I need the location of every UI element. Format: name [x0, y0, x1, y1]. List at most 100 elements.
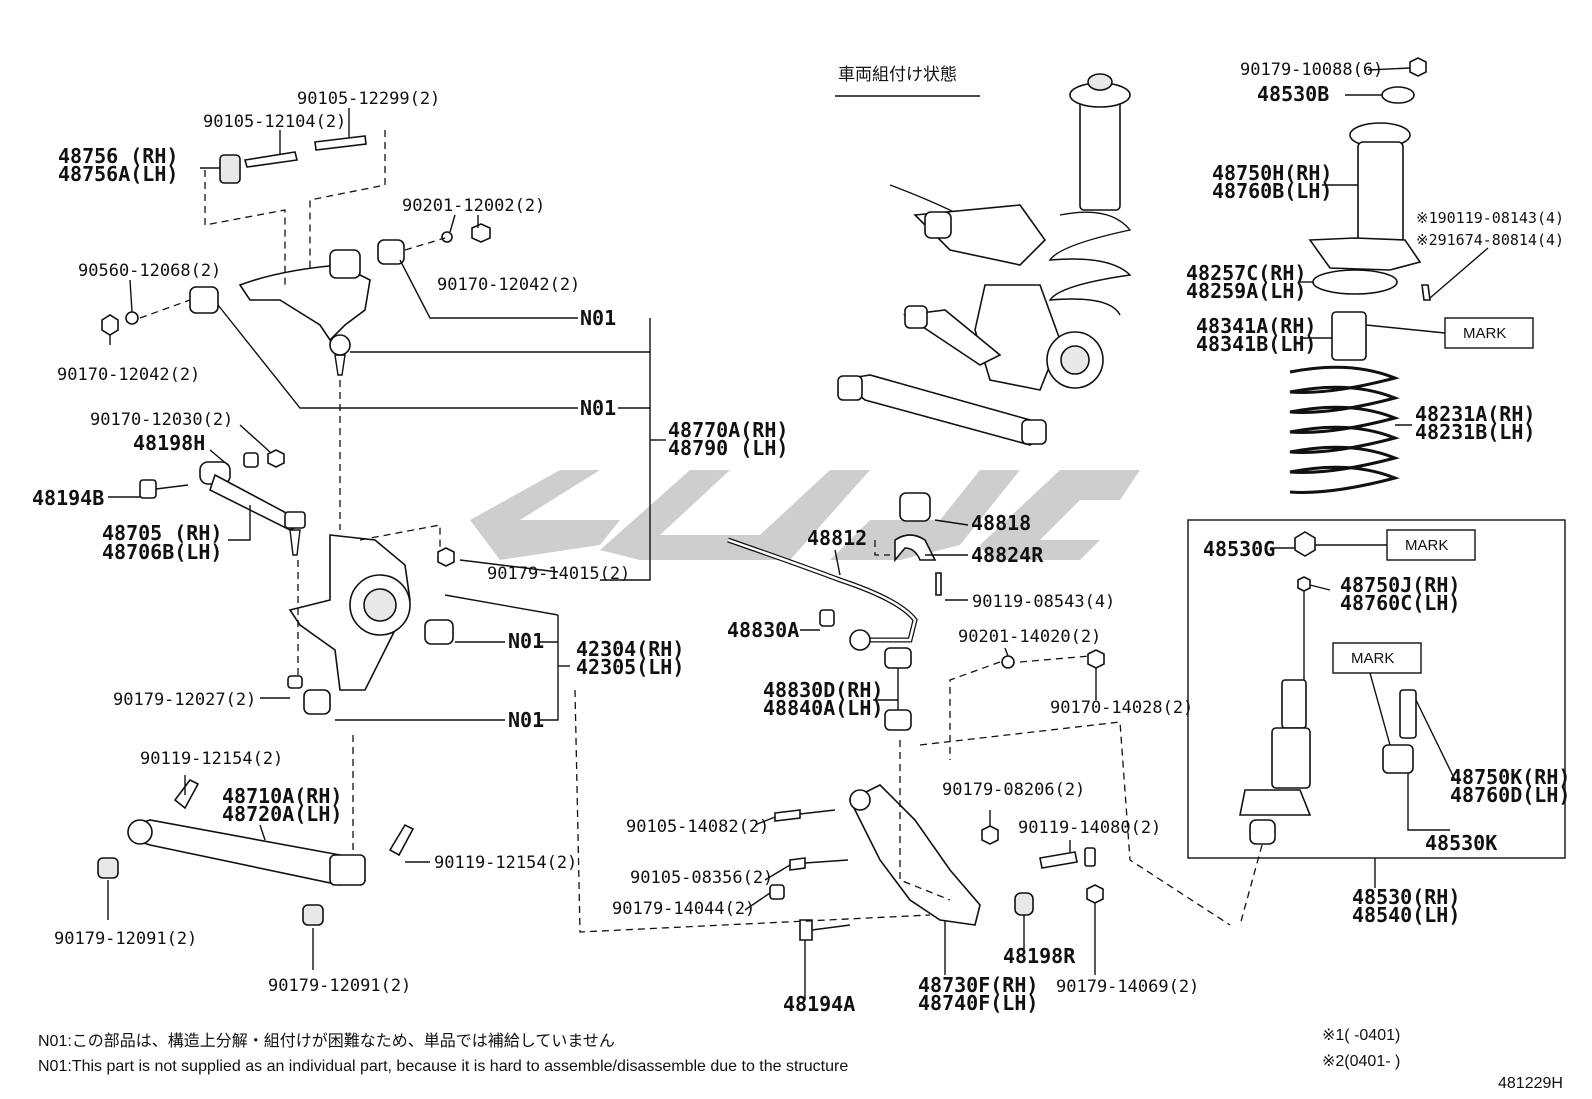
label-90179-14069: 90179-14069(2) — [1056, 977, 1199, 997]
label-48830d-rh: 48830D(RH) — [763, 678, 883, 702]
label-48760c-lh: 48760C(LH) — [1340, 591, 1460, 615]
label-90119-14080: 90119-14080(2) — [1018, 818, 1161, 838]
shock-assembly-box — [1187, 519, 1566, 926]
label-90179-14044: 90179-14044(2) — [612, 899, 755, 919]
label-48750j-rh: 48750J(RH) — [1340, 573, 1460, 597]
upper-arm-48770a — [238, 264, 371, 342]
label-90105-08356: 90105-08356(2) — [630, 868, 773, 888]
bolt-48194b — [139, 479, 157, 499]
assembled-suspension-drawing — [837, 73, 1132, 446]
label-48231b-lh: 48231B(LH) — [1415, 420, 1535, 444]
leader-lines — [107, 67, 1489, 1000]
label-90119-08543: 90119-08543(4) — [972, 592, 1115, 612]
nut-48530g — [1294, 531, 1316, 557]
label-90179-12091-a: 90179-12091(2) — [54, 929, 197, 949]
label-42305-lh: 42305(LH) — [576, 655, 684, 679]
arm-48730f — [848, 784, 981, 926]
label-48840a-lh: 48840A(LH) — [763, 696, 883, 720]
label-90170-12042-l: 90170-12042(2) — [57, 365, 200, 385]
diagram-code: 481229H — [1498, 1075, 1563, 1092]
bolt-90105-12104 — [243, 151, 298, 168]
label-48705-rh: 48705 (RH) — [102, 521, 222, 545]
label-48231a-rh: 48231A(RH) — [1415, 402, 1535, 426]
label-48756a-lh: 48756A(LH) — [58, 162, 178, 186]
shock-48750h — [1357, 141, 1404, 248]
bolt-90105-12299 — [314, 135, 367, 151]
label-48730f-rh: 48730F(RH) — [918, 973, 1038, 997]
label-48770a-rh: 48770A(RH) — [668, 418, 788, 442]
label-48818: 48818 — [971, 511, 1031, 535]
assembly-caption: 車両組付け状態 — [838, 65, 957, 85]
label-48740f-lh: 48740F(LH) — [918, 991, 1038, 1015]
shock-spring-group — [1289, 57, 1431, 494]
label-48710a-rh: 48710A(RH) — [222, 784, 342, 808]
stabilizer-group — [727, 492, 942, 731]
label-90105-14082: 90105-14082(2) — [626, 817, 769, 837]
label-90560-12068: 90560-12068(2) — [78, 261, 221, 281]
label-48540-lh: 48540(LH) — [1352, 903, 1460, 927]
nut-90170-12042-l — [101, 314, 119, 336]
note-en: N01:This part is not supplied as an indi… — [38, 1058, 848, 1075]
label-48198h: 48198H — [133, 431, 205, 455]
label-48760b-lh: 48760B(LH) — [1212, 179, 1332, 203]
bushing-n01-a — [424, 619, 454, 645]
label-90179-10088: 90179-10088(6) — [1240, 60, 1383, 80]
bolt-90119-12154-a — [173, 778, 200, 810]
label-90179-08206: 90179-08206(2) — [942, 780, 1085, 800]
bolt-90119-14080 — [1039, 851, 1078, 869]
bushing-48198r — [1014, 892, 1034, 916]
label-90170-12042-r: 90170-12042(2) — [437, 275, 580, 295]
label-48530g: 48530G — [1203, 537, 1275, 561]
label-48706b-lh: 48706B(LH) — [102, 540, 222, 564]
bushing-90201-12002 — [377, 239, 405, 265]
label-90170-12030: 90170-12030(2) — [90, 410, 233, 430]
knuckle-group — [287, 380, 455, 715]
label-90119-08143: ※190119-08143(4) — [1416, 209, 1564, 227]
label-48750h-rh: 48750H(RH) — [1212, 161, 1332, 185]
svg-text:MARK: MARK — [1405, 537, 1448, 554]
label-48760d-lh: 48760D(LH) — [1450, 783, 1570, 807]
bushing-48818 — [899, 492, 931, 522]
label-48341b-lh: 48341B(LH) — [1196, 332, 1316, 356]
footnote-2: ※2(0401- ) — [1322, 1053, 1400, 1070]
label-n01-knuckle-b: N01 — [508, 708, 544, 732]
label-48812: 48812 — [807, 526, 867, 550]
label-n01-upper-a: N01 — [580, 306, 616, 330]
label-48259a-lh: 48259A(LH) — [1186, 279, 1306, 303]
lower-lateral-link-group — [97, 735, 415, 926]
label-90119-12154-a: 90119-12154(2) — [140, 749, 283, 769]
cap-48530b — [1381, 86, 1415, 104]
part-labels: 90105-12299(2) 90105-12104(2) 48756 (RH)… — [32, 60, 1570, 1016]
strut-body — [1271, 727, 1311, 789]
label-48341a-rh: 48341A(RH) — [1196, 314, 1316, 338]
label-90179-12027: 90179-12027(2) — [113, 690, 256, 710]
bolt-90119-08543 — [935, 572, 942, 596]
mark-box-1: MARK — [1444, 317, 1534, 349]
bushing-48756 — [219, 154, 241, 184]
link-48830d — [884, 647, 912, 669]
mark-box-2: MARK — [1386, 529, 1476, 561]
bushing-n01-b — [303, 689, 331, 715]
bolt-90119-12154-b — [388, 823, 415, 857]
footnote-1: ※1( -0401) — [1322, 1027, 1400, 1044]
lower-control-arm-group — [574, 649, 1231, 941]
ball-joint — [329, 334, 351, 356]
label-48194a: 48194A — [783, 992, 855, 1016]
label-42304-rh: 42304(RH) — [576, 637, 684, 661]
label-48720a-lh: 48720A(LH) — [222, 802, 342, 826]
mark-box-3: MARK — [1332, 642, 1422, 674]
bumper-48750k — [1399, 689, 1417, 739]
label-n01-knuckle-a: N01 — [508, 629, 544, 653]
label-90105-12299: 90105-12299(2) — [297, 89, 440, 109]
label-48824r: 48824R — [971, 543, 1044, 567]
label-48257c-rh: 48257C(RH) — [1186, 261, 1306, 285]
label-90179-14015: 90179-14015(2) — [487, 564, 630, 584]
bushing-48830a — [819, 609, 835, 627]
nut-90170-12042-r — [471, 223, 491, 243]
upper-arm-group — [101, 130, 491, 376]
label-90119-12154-b: 90119-12154(2) — [434, 853, 577, 873]
bumper-48341a — [1331, 311, 1367, 361]
knuckle-42304 — [288, 534, 411, 691]
note-jp: N01:この部品は、構造上分解・組付けが困難なため、単品では補給していません — [38, 1032, 615, 1050]
